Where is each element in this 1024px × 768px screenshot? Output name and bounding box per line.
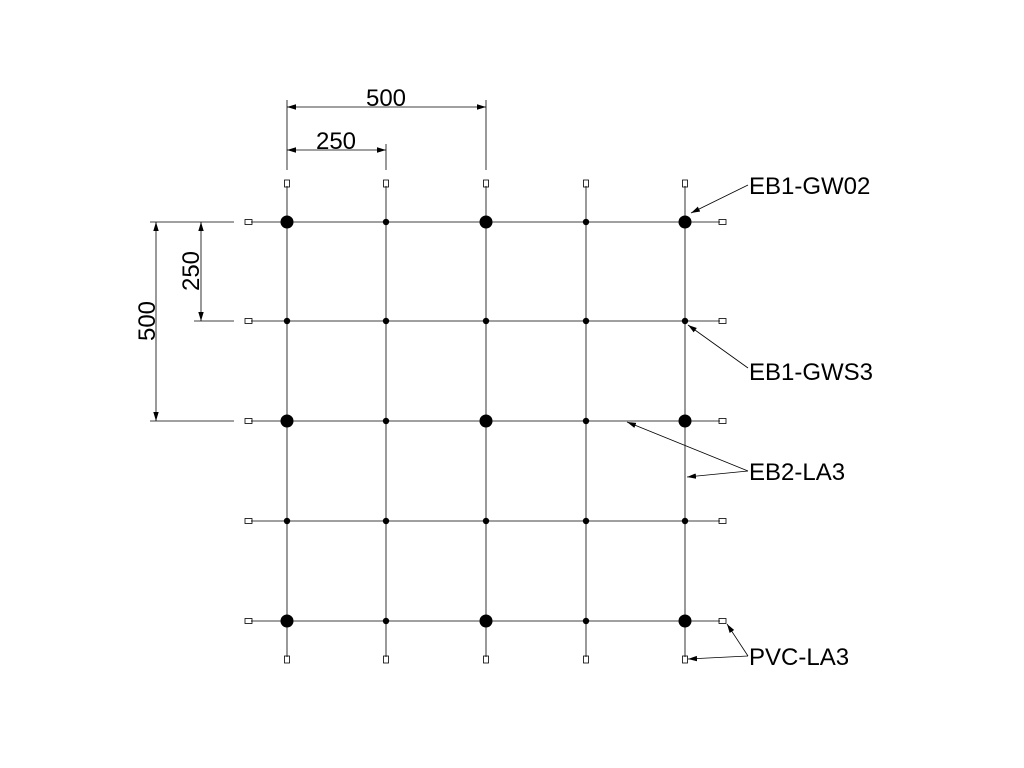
end-caps [244, 179, 727, 664]
leader-pvc-la3-a [726, 623, 749, 657]
small-node [382, 617, 390, 625]
dim-500-vertical: 500 [134, 301, 161, 341]
large-node [678, 215, 692, 229]
end-cap-top [383, 179, 389, 188]
end-cap-left [244, 318, 253, 324]
small-node [283, 517, 291, 525]
end-cap-right [718, 518, 727, 524]
end-cap-right [718, 418, 727, 424]
end-cap-left [244, 518, 253, 524]
end-cap-left [244, 618, 253, 624]
end-cap-right [718, 219, 727, 225]
label-pvc-la3: PVC-LA3 [749, 644, 849, 671]
large-node [479, 414, 493, 428]
small-node [382, 417, 390, 425]
dim-250-vertical: 250 [178, 251, 205, 291]
horizontal-dimensions [286, 100, 487, 170]
end-cap-right [718, 318, 727, 324]
large-node [678, 414, 692, 428]
end-cap-bottom [682, 655, 688, 664]
large-node [280, 414, 294, 428]
leader-eb2-la3-a [626, 421, 749, 472]
leader-eb2-la3-b [686, 470, 749, 479]
small-node [582, 417, 590, 425]
small-node [582, 617, 590, 625]
end-cap-right [718, 618, 727, 624]
small-node [681, 317, 689, 325]
end-cap-left [244, 219, 253, 225]
small-node [382, 317, 390, 325]
large-node [678, 614, 692, 628]
small-node [482, 317, 490, 325]
vertical-dimensions [150, 221, 234, 422]
small-node [681, 517, 689, 525]
dim-500-horizontal: 500 [366, 85, 406, 112]
end-cap-bottom [383, 655, 389, 664]
large-node [479, 614, 493, 628]
leader-lines [626, 184, 749, 662]
large-node [280, 215, 294, 229]
small-node [283, 317, 291, 325]
label-eb2-la3: EB2-LA3 [749, 459, 845, 486]
end-cap-bottom [483, 655, 489, 664]
dim-250-horizontal: 250 [316, 128, 356, 155]
end-cap-top [483, 179, 489, 188]
small-node [582, 317, 590, 325]
end-cap-bottom [284, 655, 290, 664]
label-eb1-gws3: EB1-GWS3 [749, 359, 873, 386]
label-eb1-gw02: EB1-GW02 [749, 173, 870, 200]
end-cap-top [682, 179, 688, 188]
small-node [482, 517, 490, 525]
junction-nodes [280, 215, 692, 628]
small-node [382, 218, 390, 226]
end-cap-top [583, 179, 589, 188]
leader-pvc-la3-b [687, 655, 749, 662]
small-node [582, 218, 590, 226]
leader-eb1-gws3 [687, 324, 749, 369]
end-cap-left [244, 418, 253, 424]
end-cap-top [284, 179, 290, 188]
large-node [479, 215, 493, 229]
small-node [582, 517, 590, 525]
small-node [382, 517, 390, 525]
large-node [280, 614, 294, 628]
end-cap-bottom [583, 655, 589, 664]
leader-eb1-gw02 [690, 184, 749, 214]
